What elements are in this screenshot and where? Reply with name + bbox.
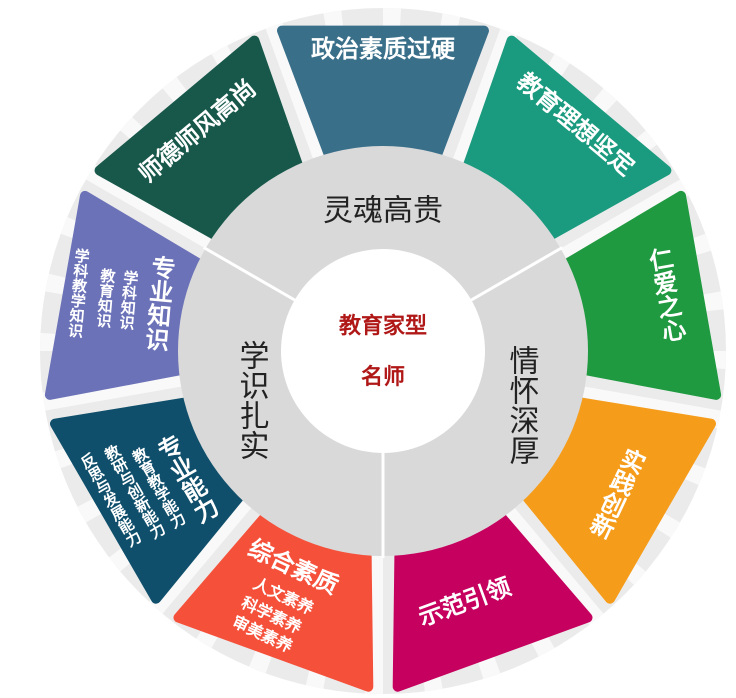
segment-sub: 教育知识 xyxy=(94,267,117,330)
divider xyxy=(202,246,298,303)
dividers xyxy=(202,246,564,558)
center-title-line1: 教育家型 xyxy=(339,313,427,339)
segments xyxy=(44,25,722,692)
pillar-feeling: 情怀深厚 xyxy=(504,345,540,465)
segment-sub: 学科知识 xyxy=(117,269,140,332)
ring-stripe xyxy=(506,508,604,625)
pillar-knowledge: 学识扎实 xyxy=(234,340,269,460)
center-circle xyxy=(281,249,485,453)
ring-stripe xyxy=(149,500,252,614)
ring-stripe xyxy=(265,23,324,159)
ring-stripe xyxy=(560,179,689,258)
pillar-soul: 灵魂高贵 xyxy=(323,194,443,229)
segment-label-politics: 政治素质过硬 xyxy=(311,35,456,63)
ring-stripe xyxy=(42,376,182,411)
divider xyxy=(468,246,564,303)
center-title-line2: 名师 xyxy=(361,364,405,390)
